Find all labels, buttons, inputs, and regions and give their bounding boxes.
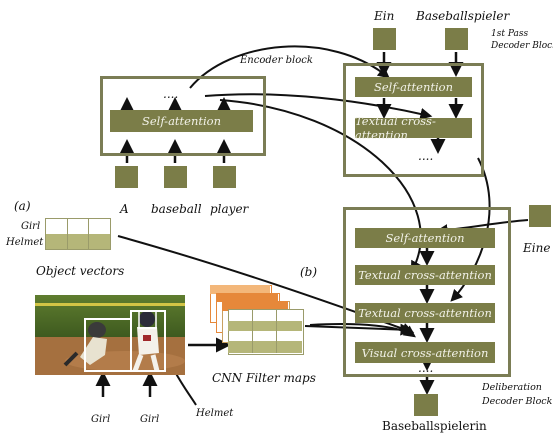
encoder-dots: .... (163, 87, 179, 101)
deliberation-output-token (414, 394, 438, 416)
object-vector-row-label-girl: Girl (21, 221, 41, 232)
cnn-to-visual-attention-arrow (304, 323, 413, 336)
encoder-to-textual-cross-attention-curve (204, 93, 433, 120)
deliberation-input-label: Eine (523, 241, 551, 255)
first-pass-self-attention: Self-attention (355, 77, 472, 97)
first-pass-textual-cross-attention: Textual cross-attention (355, 114, 472, 142)
photo-label-girl-left: Girl (91, 414, 111, 425)
first-pass-input-label-2: Baseballspieler (416, 9, 510, 23)
object-vector-row-girl (46, 219, 110, 235)
deliberation-textual-cross-attention-1: Textual cross-attention (355, 265, 495, 285)
first-pass-input-label-1: Ein (374, 9, 395, 23)
deliberation-self-attention: Self-attention (355, 228, 495, 248)
first-pass-decoder-block (343, 63, 484, 177)
first-pass-dots: .... (418, 149, 434, 163)
deliberation-visual-cross-attention: Visual cross-attention (355, 342, 495, 363)
deliberation-title-2: Decoder Block (482, 396, 553, 407)
cnn-marker: (b) (300, 265, 318, 279)
deliberation-output-label: Baseballspielerin (382, 419, 487, 433)
object-vector-grid (45, 218, 111, 250)
object-vectors-marker: (a) (14, 199, 31, 213)
encoder-input-token-1 (115, 166, 138, 188)
encoder-input-label-2: baseball (151, 202, 202, 216)
encoder-to-self-attention-curve (189, 45, 390, 89)
encoder-block (100, 76, 266, 156)
first-pass-input-token-2 (445, 28, 468, 50)
baseball-photo (35, 295, 185, 375)
encoder-block-title: Encoder block (240, 55, 313, 66)
deliberation-decoder-block (343, 207, 511, 377)
cnn-filter-maps (210, 285, 305, 355)
deliberation-textual-cross-attention-2: Textual cross-attention (355, 303, 495, 323)
first-pass-title-1: 1st Pass (491, 29, 529, 39)
object-vectors-caption: Object vectors (36, 264, 125, 278)
encoder-input-label-1: A (120, 202, 129, 216)
deliberation-title-1: Deliberation (482, 382, 542, 393)
encoder-input-token-3 (213, 166, 236, 188)
object-vector-row-label-helmet: Helmet (6, 237, 44, 248)
object-vector-row-helmet (46, 234, 110, 249)
encoder-input-label-3: player (210, 202, 249, 216)
first-pass-title-2: Decoder Block (491, 41, 553, 51)
encoder-input-token-2 (164, 166, 187, 188)
encoder-self-attention: Self-attention (110, 110, 253, 132)
photo-label-girl-right: Girl (140, 414, 160, 425)
deliberation-input-token (529, 205, 551, 227)
deliberation-dots: .... (418, 361, 434, 375)
cnn-caption: CNN Filter maps (212, 371, 316, 385)
photo-label-helmet: Helmet (196, 408, 234, 419)
first-pass-input-token-1 (373, 28, 396, 50)
